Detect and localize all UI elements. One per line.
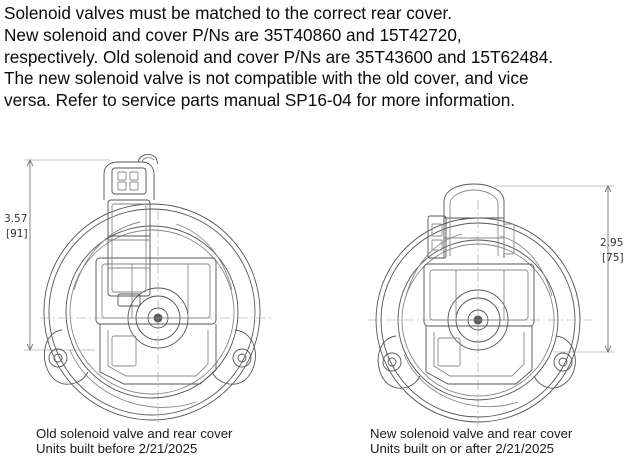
notice-line: versa. Refer to service parts manual SP1… [4, 90, 516, 111]
old-caption-line1: Old solenoid valve and rear cover [36, 426, 233, 441]
new-height-inches: 2.95 [600, 237, 624, 249]
new-unit-drawing: 2.95 [75] [318, 140, 630, 430]
notice-line: respectively. Old solenoid and cover P/N… [4, 46, 554, 67]
new-height-mm: [75] [602, 252, 624, 264]
old-unit-drawing: 3.57 [91] [0, 140, 320, 430]
old-unit-line-art [24, 154, 272, 425]
new-unit-line-art [368, 183, 614, 426]
old-height-inches: 3.57 [4, 213, 28, 225]
new-caption-line2: Units built on or after 2/21/2025 [370, 440, 555, 456]
new-unit-caption: New solenoid valve and rear cover Units … [370, 426, 573, 456]
old-height-mm: [91] [6, 228, 28, 240]
notice-line: New solenoid and cover P/Ns are 35T40860… [4, 24, 462, 45]
old-unit-caption: Old solenoid valve and rear cover Units … [36, 426, 233, 456]
new-caption-line1: New solenoid valve and rear cover [370, 426, 573, 441]
notice-line: Solenoid valves must be matched to the c… [4, 3, 453, 23]
old-caption-line2: Units built before 2/21/2025 [36, 440, 198, 456]
notice-line: The new solenoid valve is not compatible… [4, 68, 529, 89]
notice-text: Solenoid valves must be matched to the c… [4, 3, 626, 112]
